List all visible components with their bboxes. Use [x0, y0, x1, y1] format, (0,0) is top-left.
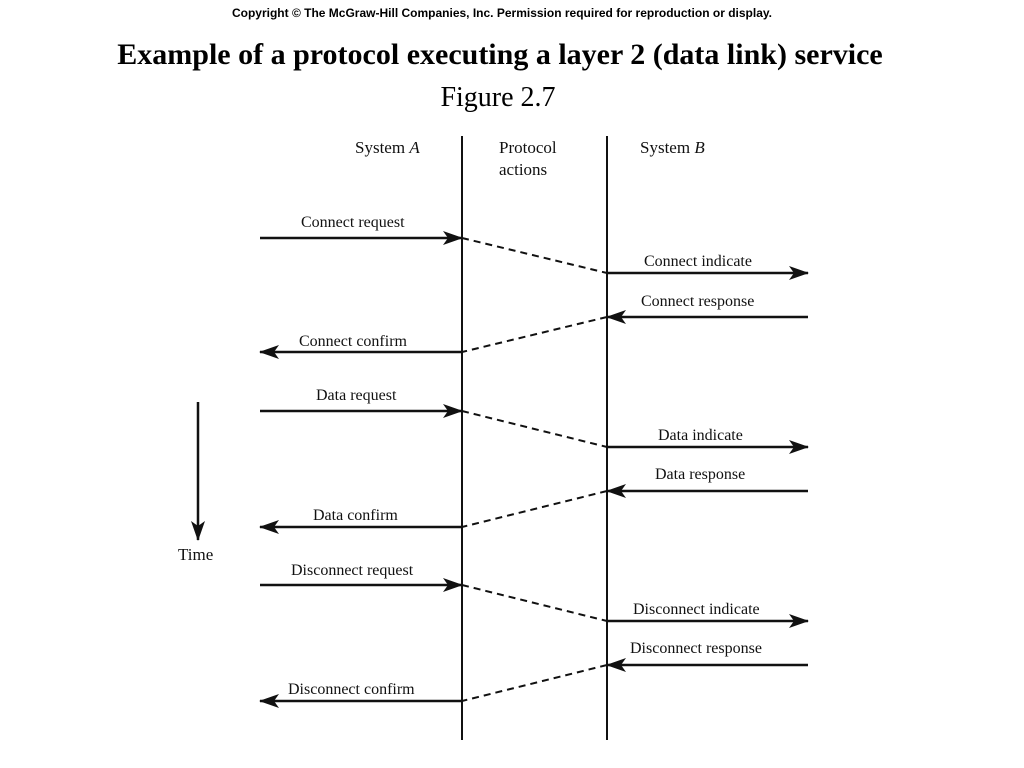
data-indicate-label: Data indicate: [658, 427, 743, 444]
connect-request-dashed-link: [461, 237, 608, 274]
data-request-dashed-link: [461, 410, 608, 448]
connect-response-dashed-link: [461, 316, 608, 353]
data-response-dashed-link: [461, 490, 608, 528]
system-a-letter: A: [408, 138, 420, 157]
system-a-header: System A: [355, 138, 420, 157]
figure-number: Figure 2.7: [440, 82, 556, 113]
disconnect-request-dashed-link: [461, 584, 608, 622]
connect-request-label: Connect request: [301, 214, 405, 231]
system-a-prefix: System: [355, 138, 409, 157]
disconnect-response-label: Disconnect response: [630, 640, 762, 657]
disconnect-indicate-label: Disconnect indicate: [633, 601, 760, 618]
connect-response-label: Connect response: [641, 293, 754, 310]
system-b-header: System B: [640, 138, 705, 157]
protocol-actions-header-line1: Protocol: [499, 138, 557, 157]
system-b-prefix: System: [640, 138, 694, 157]
protocol-actions-header-line2: actions: [499, 160, 547, 179]
disconnect-request-label: Disconnect request: [291, 562, 414, 579]
connect-confirm-label: Connect confirm: [299, 333, 408, 350]
time-label: Time: [178, 545, 213, 564]
data-response-label: Data response: [655, 466, 745, 483]
disconnect-confirm-label: Disconnect confirm: [288, 681, 415, 698]
page-title: Example of a protocol executing a layer …: [117, 38, 883, 71]
disconnect-response-dashed-link: [461, 664, 608, 702]
system-b-letter: B: [694, 138, 705, 157]
connect-indicate-label: Connect indicate: [644, 253, 752, 270]
copyright-notice: Copyright © The McGraw-Hill Companies, I…: [231, 6, 773, 20]
data-confirm-label: Data confirm: [313, 507, 398, 524]
data-request-label: Data request: [316, 387, 397, 404]
